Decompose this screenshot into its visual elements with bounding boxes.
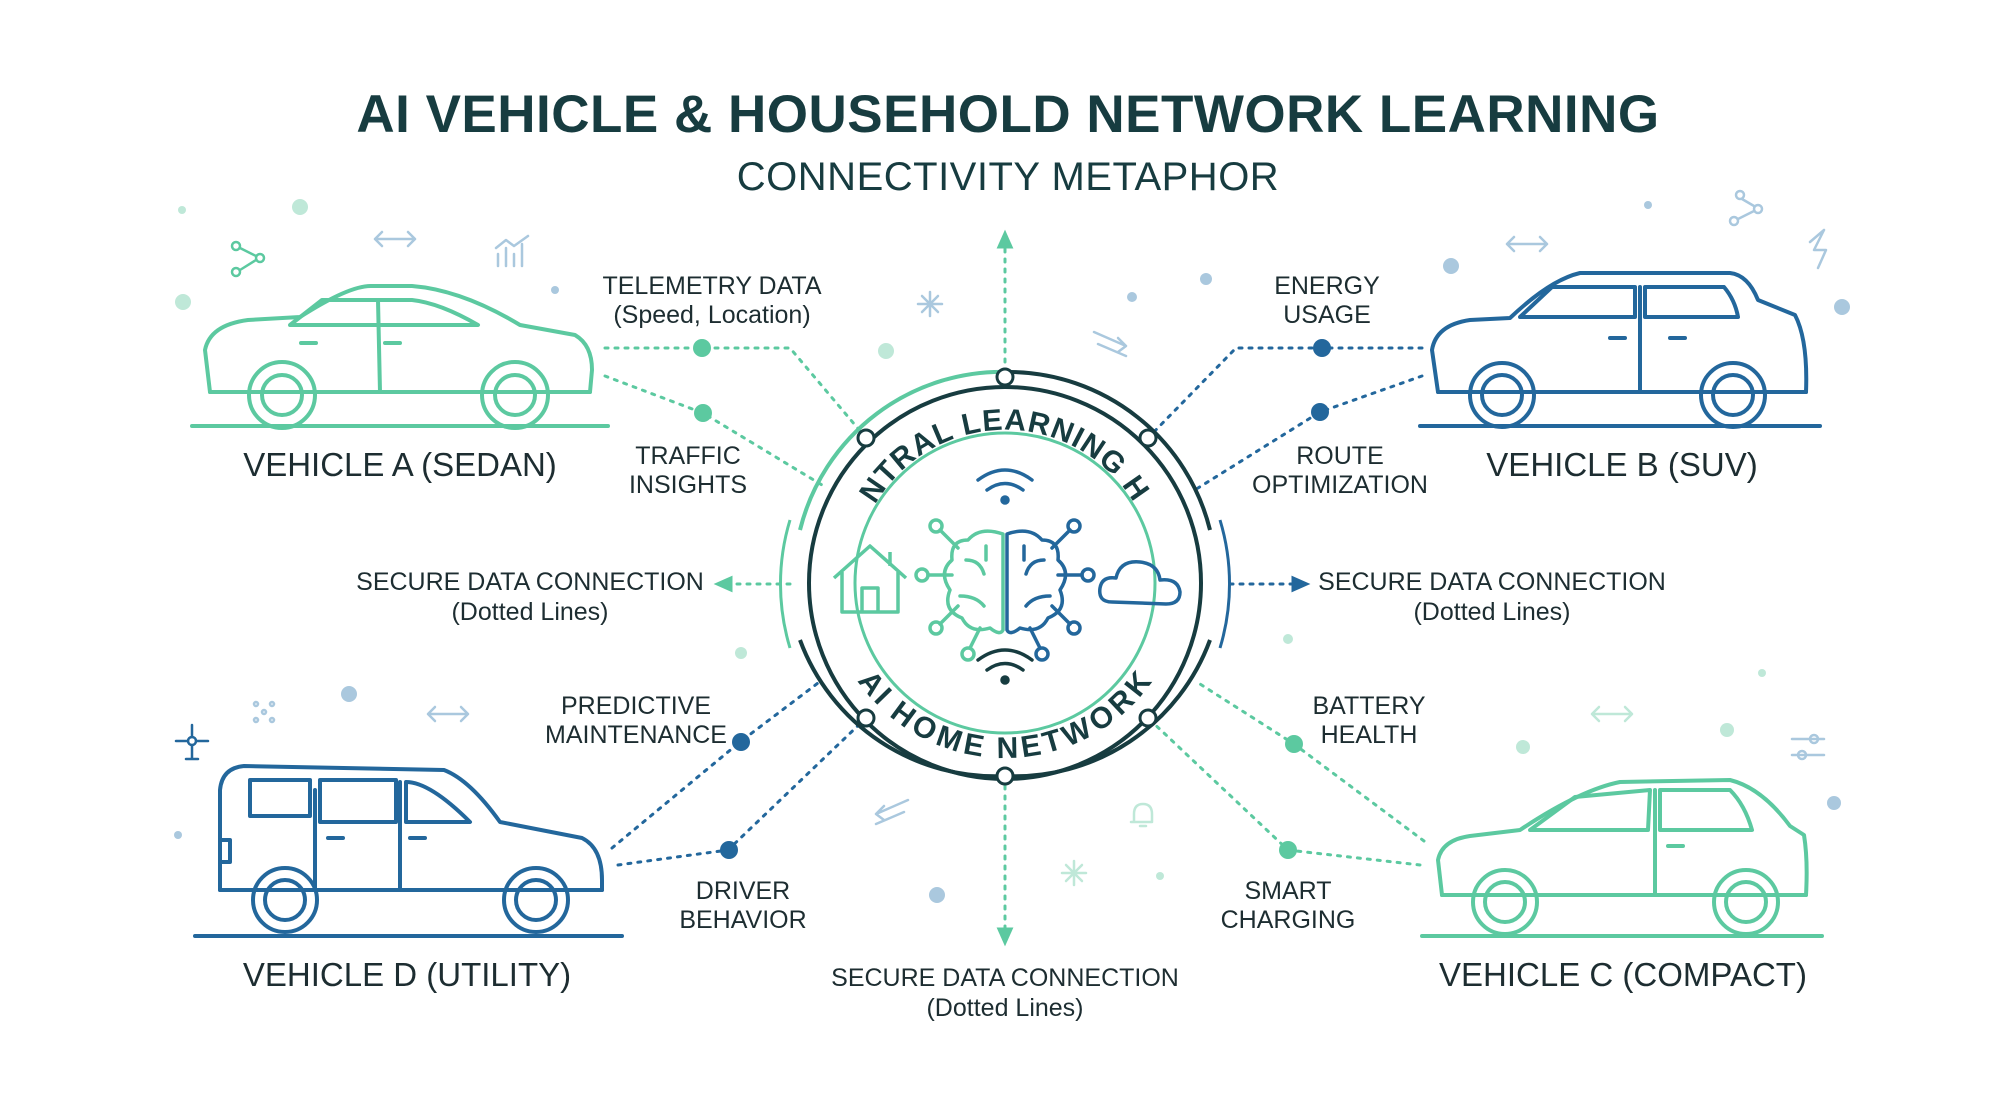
- label-route: ROUTE OPTIMIZATION: [1252, 442, 1428, 499]
- svg-text:(Speed, Location): (Speed, Location): [613, 301, 810, 329]
- vehicle-a-sedan-icon: [190, 283, 610, 430]
- hub-inner-ring: [853, 431, 1157, 735]
- vehicle-c-label: VEHICLE C (COMPACT): [1439, 956, 1807, 993]
- vehicle-d-label: VEHICLE D (UTILITY): [243, 956, 571, 993]
- wifi-icon: [976, 468, 1034, 505]
- vehicle-b-suv-icon: [1418, 271, 1822, 429]
- lightning-icon: [1808, 228, 1828, 270]
- connection-lines: [603, 229, 1426, 947]
- svg-text:SECURE DATA CONNECTION: SECURE DATA CONNECTION: [356, 568, 704, 596]
- vehicle-d-utility-icon: [193, 764, 624, 938]
- cloud-icon: [1098, 560, 1182, 606]
- label-energy: ENERGY USAGE: [1274, 272, 1380, 329]
- svg-text:TRAFFIC: TRAFFIC: [635, 442, 741, 470]
- decorative-dots: [174, 199, 1850, 903]
- label-secure-bottom: SECURE DATA CONNECTION (Dotted Lines): [831, 964, 1179, 1022]
- hub-left-arc: [779, 519, 792, 649]
- wifi-icon: [976, 648, 1034, 685]
- line-route: [1196, 374, 1424, 490]
- svg-text:(Dotted Lines): (Dotted Lines): [451, 598, 608, 626]
- double-arrow-icon: [373, 230, 417, 248]
- svg-text:USAGE: USAGE: [1283, 301, 1371, 329]
- svg-text:HEALTH: HEALTH: [1321, 721, 1418, 749]
- double-arrow-icon: [1505, 235, 1549, 253]
- brain-network-icon: [914, 518, 1096, 662]
- share-node-icon: [230, 240, 266, 278]
- line-energy: [1146, 346, 1424, 440]
- svg-text:INSIGHTS: INSIGHTS: [629, 471, 747, 499]
- svg-text:SMART: SMART: [1244, 877, 1331, 905]
- bar-chart-icon: [494, 234, 530, 268]
- label-battery: BATTERY HEALTH: [1313, 692, 1426, 749]
- label-traffic: TRAFFIC INSIGHTS: [629, 442, 747, 499]
- hub-top-label: CENTRAL LEARNING HUB: [0, 0, 1156, 509]
- svg-text:OPTIMIZATION: OPTIMIZATION: [1252, 471, 1428, 499]
- sliders-icon: [1790, 733, 1826, 761]
- label-secure-right: SECURE DATA CONNECTION (Dotted Lines): [1318, 568, 1666, 626]
- svg-text:BATTERY: BATTERY: [1313, 692, 1426, 720]
- label-secure-left: SECURE DATA CONNECTION (Dotted Lines): [356, 568, 704, 626]
- double-arrow-icon: [426, 705, 470, 723]
- svg-text:ROUTE: ROUTE: [1296, 442, 1384, 470]
- label-telemetry: TELEMETRY DATA (Speed, Location): [602, 272, 821, 329]
- svg-text:(Dotted Lines): (Dotted Lines): [926, 994, 1083, 1022]
- double-arrow-icon: [1590, 705, 1634, 723]
- svg-text:SECURE DATA CONNECTION: SECURE DATA CONNECTION: [831, 964, 1179, 992]
- snowflake-icon: [916, 290, 944, 318]
- vehicle-b-label: VEHICLE B (SUV): [1486, 446, 1757, 483]
- vehicle-c-compact-icon: [1420, 778, 1824, 938]
- svg-text:CHARGING: CHARGING: [1221, 906, 1356, 934]
- snowflake-icon: [1060, 859, 1088, 887]
- svg-text:ENERGY: ENERGY: [1274, 272, 1380, 300]
- arrow-icon: [874, 798, 910, 826]
- hub-outer-arc-teal: [798, 369, 1011, 531]
- svg-text:TELEMETRY DATA: TELEMETRY DATA: [602, 272, 821, 300]
- label-predictive: PREDICTIVE MAINTENANCE: [545, 692, 727, 749]
- svg-text:SECURE DATA CONNECTION: SECURE DATA CONNECTION: [1318, 568, 1666, 596]
- svg-text:PREDICTIVE: PREDICTIVE: [561, 692, 711, 720]
- line-telemetry: [603, 346, 868, 440]
- hub-outer-arc-navy: [1009, 370, 1212, 531]
- hub-right-arc: [1218, 519, 1231, 649]
- diagram-title: AI VEHICLE & HOUSEHOLD NETWORK LEARNING: [356, 85, 1659, 144]
- bell-icon: [1129, 802, 1154, 828]
- diagram-subtitle: CONNECTIVITY METAPHOR: [737, 155, 1279, 199]
- hub-connector-nodes: [856, 367, 1158, 786]
- svg-text:DRIVER: DRIVER: [696, 877, 790, 905]
- arrow-icon: [1092, 330, 1128, 358]
- svg-text:BEHAVIOR: BEHAVIOR: [679, 906, 806, 934]
- label-charging: SMART CHARGING: [1221, 877, 1356, 934]
- sparkle-dots-icon: [252, 700, 276, 724]
- share-node-icon: [1728, 189, 1764, 227]
- touch-network-icon: [174, 723, 210, 761]
- house-icon: [832, 544, 908, 614]
- label-driver: DRIVER BEHAVIOR: [679, 877, 806, 934]
- svg-text:MAINTENANCE: MAINTENANCE: [545, 721, 727, 749]
- data-nodes: [693, 339, 1331, 859]
- vehicle-a-label: VEHICLE A (SEDAN): [243, 446, 557, 483]
- svg-text:(Dotted Lines): (Dotted Lines): [1413, 598, 1570, 626]
